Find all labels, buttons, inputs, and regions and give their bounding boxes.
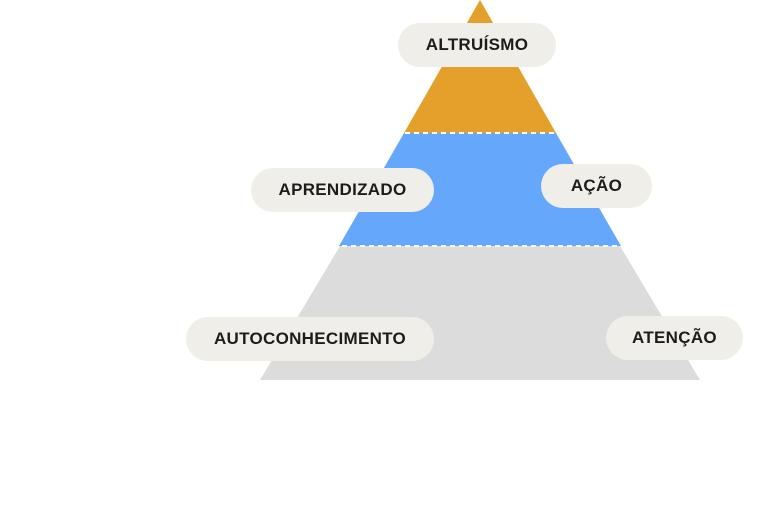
level-label-middle: TRANSFORMAÇÃO — [0, 183, 156, 200]
axis-arrowhead-right — [757, 400, 768, 412]
axis-label-external: Externo — [674, 420, 734, 437]
axis-label-internal: Interno — [207, 420, 262, 437]
pill-atencao: ATENÇÃO — [606, 316, 743, 360]
pyramid-band-middle — [339, 133, 621, 246]
level-label-top: VALOR — [0, 66, 58, 83]
pill-acao: AÇÃO — [541, 164, 652, 208]
level-label-bottom: PERCEPÇÃO — [0, 311, 106, 328]
pill-autoconhecimento: AUTOCONHECIMENTO — [186, 317, 434, 361]
axis-arrowhead-left — [192, 400, 203, 412]
pill-aprendizado: APRENDIZADO — [251, 168, 434, 212]
pill-altruismo: ALTRUÍSMO — [398, 23, 556, 67]
